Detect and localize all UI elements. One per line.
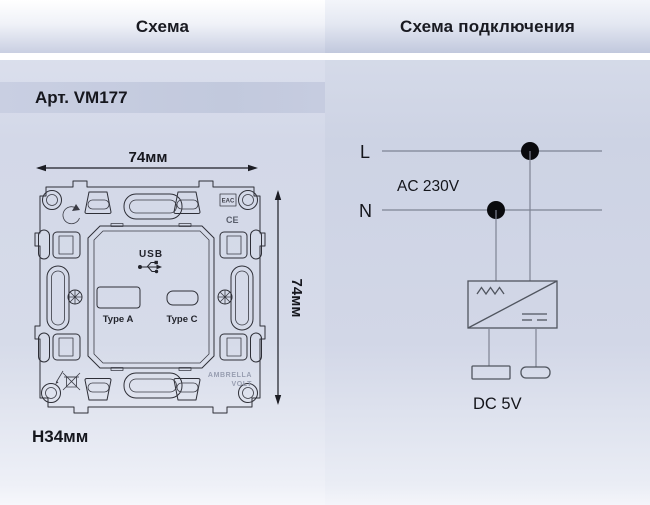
bottom-right-slot	[173, 378, 201, 401]
dim-arrow-left	[36, 164, 46, 172]
ce-mark: CE	[226, 215, 239, 225]
top-right-slot	[173, 191, 201, 214]
neutral-line-label: N	[359, 201, 372, 221]
left-upper-clip	[38, 229, 81, 260]
height-dimension-label: 74мм	[288, 279, 305, 318]
screw-hole-top-right	[238, 190, 258, 210]
width-dimension-label: 74мм	[129, 149, 168, 166]
right-adjust-screw	[217, 289, 233, 305]
right-column-background	[325, 0, 650, 505]
right-claw-lever	[230, 265, 254, 331]
connection-column-title: Схема подключения	[399, 16, 576, 36]
usb-type-a-port	[96, 286, 141, 309]
left-adjust-screw	[67, 289, 83, 305]
right-lower-clip	[219, 332, 262, 363]
usb-a-output-port	[471, 365, 511, 380]
scheme-column-title: Схема	[135, 16, 190, 36]
top-center-slot	[123, 193, 183, 220]
usb-trident-icon	[138, 260, 162, 274]
rotate-arrow-icon	[62, 204, 80, 225]
mounting-frame-drawing: 74мм 74мм	[34, 149, 305, 414]
article-number: Арт. VM177	[35, 87, 128, 107]
type-a-label: Type A	[103, 314, 134, 325]
svg-text:EAC: EAC	[222, 199, 235, 205]
left-claw-lever	[46, 265, 70, 331]
bottom-left-slot	[84, 378, 112, 401]
dim-arrow-right	[248, 164, 258, 172]
acdc-converter	[467, 280, 558, 329]
brand-line2: VOLT	[231, 381, 252, 388]
article-band: Арт. VM177	[0, 82, 325, 113]
usb-c-output-port	[520, 366, 551, 379]
screw-hole-bottom-left	[41, 383, 61, 403]
live-line-label: L	[360, 142, 370, 162]
dim-arrow-top	[274, 190, 282, 200]
dc-symbol	[522, 313, 547, 321]
ac-sine-symbol	[476, 286, 505, 296]
left-lower-clip	[38, 332, 81, 363]
bottom-center-slot	[123, 372, 183, 399]
plate-outline	[34, 180, 266, 414]
connection-diagram: L AC 230V N DC 5V	[359, 142, 602, 413]
dc-output-label: DC 5V	[473, 395, 522, 413]
depth-dimension-label: H34мм	[32, 427, 89, 446]
usb-label: USB	[139, 249, 163, 260]
ac-input-label: AC 230V	[397, 178, 460, 195]
pen-mark-icon	[55, 370, 64, 384]
screw-hole-top-left	[42, 190, 62, 210]
table-header-row: Схема Схема подключения	[0, 0, 650, 53]
header-cell-connection: Схема подключения	[325, 0, 650, 53]
right-upper-clip	[219, 229, 262, 260]
usb-module: USB Type A Type C	[87, 223, 215, 371]
usb-type-c-port	[166, 290, 199, 306]
header-cell-scheme: Схема	[0, 0, 325, 53]
dim-arrow-bottom	[274, 395, 282, 405]
brand-line1: AMBRELLA	[208, 372, 252, 379]
screw-hole-bottom-right	[238, 383, 258, 403]
type-c-label: Type C	[167, 314, 198, 325]
eac-mark: EAC	[219, 193, 237, 207]
header-divider-strip	[0, 53, 650, 60]
crossed-out-bin-icon	[62, 372, 81, 391]
top-left-slot	[84, 191, 112, 214]
